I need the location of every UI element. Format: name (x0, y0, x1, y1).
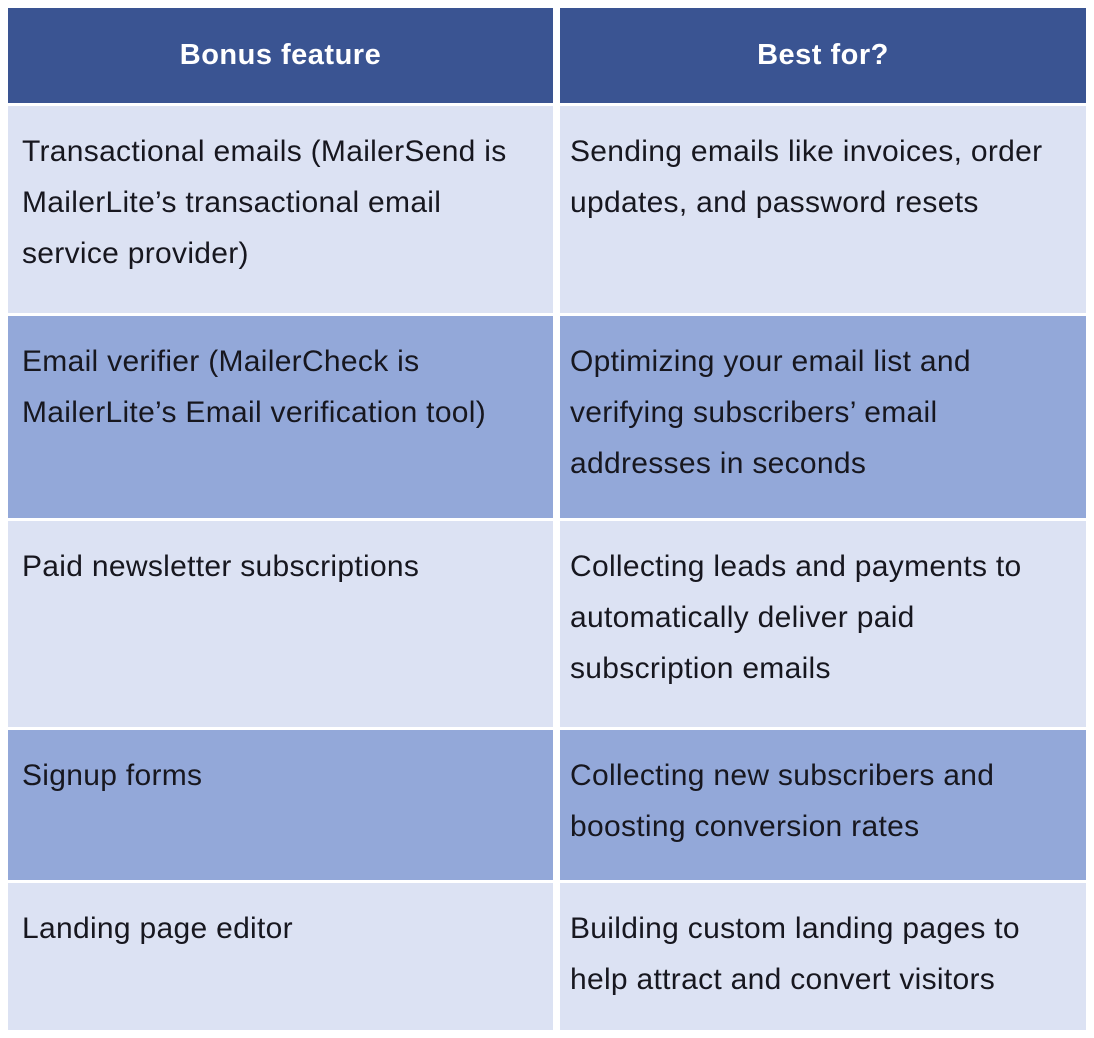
row-3-best-for-cell: Collecting leads and payments to automat… (560, 521, 1086, 727)
row-3-feature-cell: Paid newsletter subscriptions (8, 521, 553, 727)
row-2-feature-cell: Email verifier (MailerCheck is MailerLit… (8, 316, 553, 518)
row-5-feature-cell: Landing page editor (8, 883, 553, 1030)
row-2-best-for-cell: Optimizing your email list and verifying… (560, 316, 1086, 518)
row-4-best-for-cell: Collecting new subscribers and boosting … (560, 730, 1086, 880)
row-5-best-for-cell: Building custom landing pages to help at… (560, 883, 1086, 1030)
comparison-table: Bonus feature Best for? Transactional em… (8, 8, 1086, 1030)
row-1-feature-cell: Transactional emails (MailerSend is Mail… (8, 106, 553, 313)
row-4-feature-cell: Signup forms (8, 730, 553, 880)
column-header-bonus-feature: Bonus feature (8, 8, 553, 103)
column-header-best-for: Best for? (560, 8, 1086, 103)
row-1-best-for-cell: Sending emails like invoices, order upda… (560, 106, 1086, 313)
